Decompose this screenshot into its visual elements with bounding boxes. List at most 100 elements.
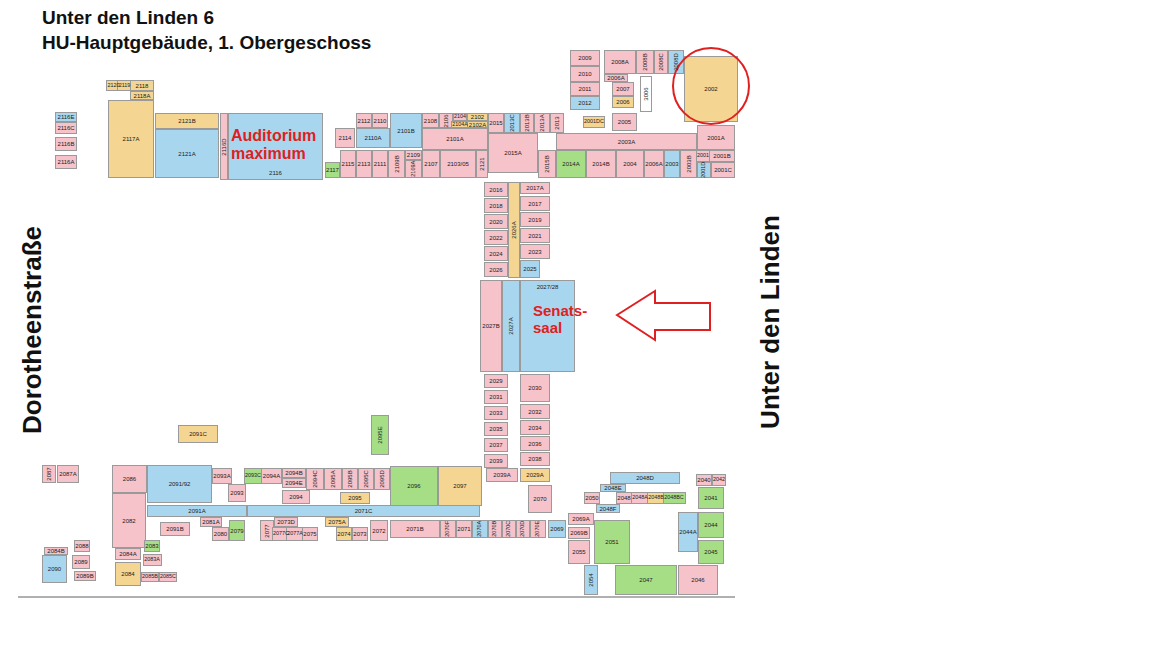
room-number: 2091A [188,508,205,514]
room-box: 2095E [371,415,389,455]
room-number: 2030 [528,385,541,391]
room-number: 2093A [213,473,230,479]
hall-name: Auditorium maximum [231,127,327,164]
room-box: 2110 [372,113,388,128]
room-box: 2035 [484,422,508,436]
room-box: 2005 [612,113,637,131]
room-number: 2022 [489,235,502,241]
room-box: 2095C [358,468,374,490]
room-number: 2008D [673,53,679,71]
room-box: 2110A [356,128,390,148]
room-number: 2102A [469,122,486,128]
room-box: 2094A [261,468,282,484]
room-number: 2003A [618,139,635,145]
room-box: 2103/05 [440,150,476,178]
room-number: 2006A [607,75,624,81]
room-box: 2047 [615,565,677,595]
room-box: 2113 [356,150,372,178]
room-box: 2016 [484,182,508,197]
room-box: 2048D [610,472,680,484]
room-box: 2018 [484,198,508,213]
room-number: 2027B [482,323,499,329]
room-number: 2010 [578,71,591,77]
room-box: 2094 [282,490,310,504]
room-box: 2109A [405,160,422,178]
room-number: 2050 [585,495,598,501]
room-number: 2027/28 [537,284,559,290]
room-number: 2037 [489,442,502,448]
room-box: 2038 [520,452,550,466]
room-box: 2001A [697,125,735,150]
room-box: 2086 [112,465,147,493]
room-box: 3006 [640,76,652,112]
room-box: 2117A [108,100,154,178]
room-box: 2116E [55,112,77,122]
room-box: 2095 [340,492,370,504]
room-number: 2001B [713,153,730,159]
room-number: 2106 [443,114,449,127]
room-number: 2018 [489,203,502,209]
room-box: 2081A [200,517,222,527]
room-number: 2091C [189,431,207,437]
room-number: 2011 [579,86,592,92]
room-number: 2048B [648,495,664,500]
room-box: 2085B [141,572,159,582]
room-box: 2015B [538,150,556,178]
room-number: 2095A [330,470,336,487]
room-box: 2070 [528,485,552,513]
room-number: 2013B [524,114,530,131]
room-box: 2042 [712,474,726,486]
room-box: 2051 [594,520,630,564]
room-box: 2021 [520,228,550,243]
room-number: 2015B [544,155,550,172]
room-box: 2075A [325,517,349,527]
room-number: 2116D [221,138,227,155]
pointer-arrow [617,291,710,340]
room-box: 2102A [467,121,488,128]
room-box: 2083A [143,554,162,566]
room-number: 2017A [526,185,543,191]
room-number: 2112 [358,118,371,124]
room-box: 2006A [644,150,664,178]
room-number: 2048F [599,506,616,512]
hall-name: Senats- saal [533,302,613,337]
room-number: 2084B [47,548,64,554]
room-number: 2109B [394,155,400,172]
room-number: 2109 [407,152,420,158]
room-number: 2110A [365,135,382,141]
room-box: 2001B [709,150,735,162]
room-number: 2085B [142,574,158,580]
room-number: 2070B [492,521,498,537]
room-box: 2045 [698,540,724,564]
room-box: 2032 [520,404,550,419]
room-box: 2094C [306,468,324,490]
room-box: 2008C [654,50,668,74]
room-box: 2121B [155,113,219,129]
room-number: 2095D [379,470,385,488]
room-box: 2013C [504,113,520,133]
room-number: 2027A [508,317,514,334]
room-box: 2091/92 [147,465,212,503]
room-number: 2029A [526,472,543,478]
room-number: 2071 [457,526,470,532]
room-box: 2014A [556,150,586,178]
room-box: 2026 [484,262,508,277]
room-number: 2034 [528,425,541,431]
room-box: 2083 [144,540,160,552]
room-box: 2095B [342,468,358,490]
room-number: 2108 [424,118,437,124]
room-box: 2071B [390,520,440,538]
room-number: 2025 [523,266,536,272]
room-number: 2013A [539,114,545,131]
room-box: 2102 [467,113,488,121]
room-number: 2047 [639,577,652,583]
room-box: 2095A [324,468,342,490]
room-number: 2006 [616,99,629,105]
room-number: 2031 [489,394,502,400]
room-box: 2073 [352,527,368,541]
room-number: 2004 [623,161,636,167]
room-box: 2002 [684,56,738,122]
room-number: 2033 [489,410,502,416]
room-number: 2075 [303,531,316,537]
room-number: 2119 [119,83,131,88]
